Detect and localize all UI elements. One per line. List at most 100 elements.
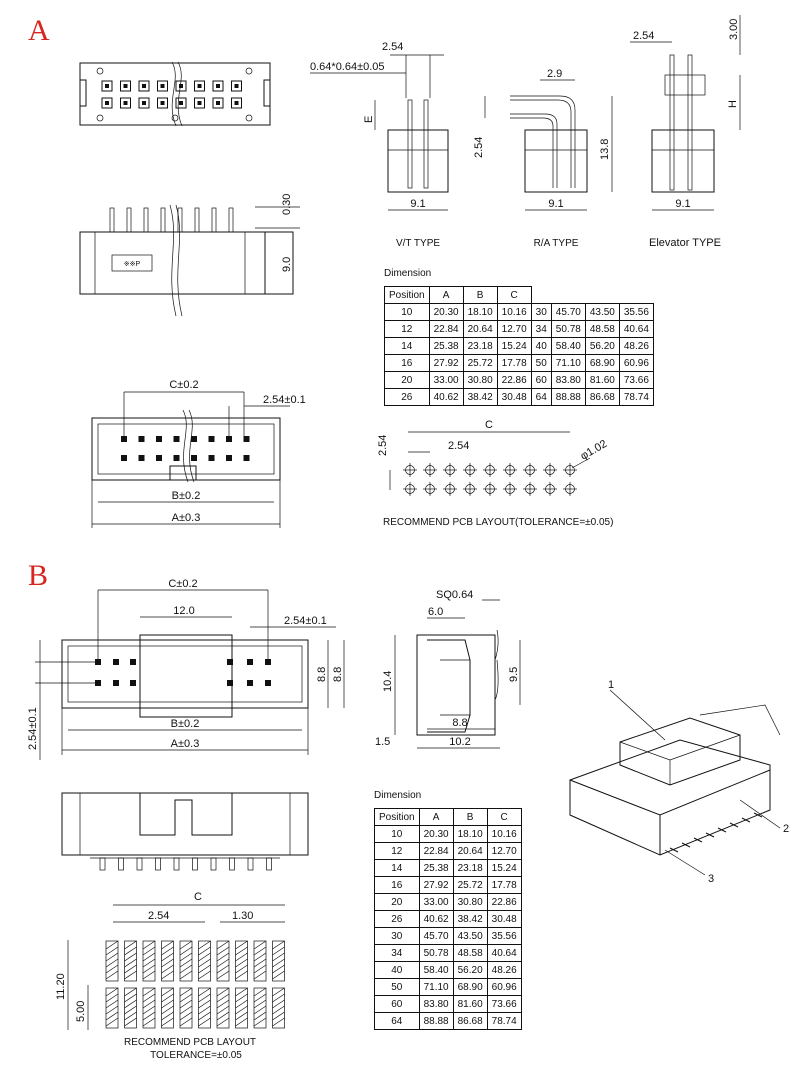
table-cell: 58.40 — [418, 961, 454, 979]
iso-pin — [729, 822, 739, 828]
pin-dot — [142, 101, 146, 105]
table-cell: 18.10 — [462, 303, 498, 321]
pcb-pad-hatch — [105, 993, 119, 1003]
pin-pad — [175, 97, 187, 109]
pin-dot — [160, 101, 165, 105]
table-cell: 48.26 — [486, 961, 522, 979]
iso-pin — [717, 827, 727, 833]
pcb-pad-hatch — [124, 1011, 137, 1021]
bottom-pad — [173, 436, 180, 442]
pin-dot — [123, 84, 128, 88]
bottom-pad — [226, 455, 232, 461]
b-side-pin — [136, 857, 143, 871]
table-cell: 22.84 — [428, 320, 464, 338]
pin-pad — [194, 80, 205, 92]
pcb-pad-hatch — [216, 946, 230, 956]
pcb-pad-hatch — [124, 964, 137, 974]
a-dim-b: B±0.2 — [172, 490, 201, 502]
pin-dot — [234, 84, 239, 88]
table-cell: 25.38 — [428, 337, 464, 355]
table-cell: 22.84 — [418, 842, 454, 860]
pcb-pad-hatch — [235, 1011, 248, 1021]
table-cell: 20 — [384, 371, 430, 389]
pin-pad — [138, 80, 150, 92]
pcb-pad-hatch — [235, 987, 248, 997]
table-cell: 81.60 — [452, 995, 488, 1013]
b-th-b: B — [452, 808, 488, 826]
elevator-type-drawing: 2.54 3.00 H 9.1 Elevator TYPE — [630, 15, 741, 249]
table-cell: 20.64 — [452, 842, 488, 860]
bottom-pad — [156, 455, 162, 461]
b-th-position: Position — [374, 808, 420, 826]
pcb-pad-hatch — [179, 1005, 193, 1015]
table-cell: 34 — [374, 944, 420, 962]
table-cell: 60.96 — [618, 354, 654, 372]
b-pin-pad — [113, 659, 119, 665]
pcb-pad-hatch — [198, 1017, 211, 1027]
table-cell: 68.90 — [584, 354, 620, 372]
pcb-pad-hatch — [105, 952, 119, 962]
pcb-pad-hatch — [124, 993, 137, 1003]
table-cell: 26 — [374, 910, 420, 928]
pcb-pad-hatch — [253, 946, 267, 956]
a-pcb-pitch-h: 2.54 — [448, 440, 469, 452]
bottom-pad — [226, 436, 232, 442]
side-pin — [228, 207, 234, 233]
b-dim-15: 1.5 — [375, 736, 390, 748]
pcb-pad-hatch — [161, 1017, 174, 1027]
table-cell: 25.72 — [462, 354, 498, 372]
pcb-pad-hatch — [179, 1011, 193, 1021]
pcb-pad-hatch — [105, 940, 119, 950]
a-th-c: C — [496, 286, 532, 304]
pcb-pad-hatch — [235, 940, 248, 950]
pcb-pad-hatch — [253, 970, 267, 980]
pcb-pad-hatch — [142, 993, 156, 1003]
pin-dot — [216, 84, 220, 88]
pcb-pad-hatch — [124, 958, 137, 968]
pcb-pad-hatch — [198, 1011, 211, 1021]
bottom-pad — [138, 436, 145, 442]
a-pcb-layout: C 2.54 2.54 φ1.02 — [377, 419, 609, 496]
pcb-pad-hatch — [198, 940, 211, 950]
pcb-pad-hatch — [142, 958, 156, 968]
table-cell: 30 — [374, 927, 420, 945]
table-cell: 60.96 — [486, 978, 522, 996]
pcb-pad-hatch — [124, 940, 137, 950]
pin-dot — [105, 84, 109, 88]
table-cell: 83.80 — [550, 371, 586, 389]
a-top-view — [79, 61, 271, 127]
pcb-pad-hatch — [161, 958, 174, 968]
b-side-pin — [118, 857, 124, 871]
pin-dot — [234, 101, 239, 105]
bottom-pad — [243, 455, 250, 461]
pcb-pad-hatch — [142, 1017, 156, 1027]
table-cell: 88.88 — [418, 1012, 454, 1030]
pin-dot — [216, 101, 220, 105]
pcb-pad-hatch — [272, 946, 285, 956]
b-pcb-caption-2: TOLERANCE=±0.05 — [150, 1050, 242, 1061]
ra-type-label: R/A TYPE — [534, 238, 579, 249]
table-cell: 10 — [384, 303, 430, 321]
table-cell: 48.58 — [584, 320, 620, 338]
table-cell: 20.64 — [462, 320, 498, 338]
a-side-view: ※※P 0.30 9.0 — [79, 194, 300, 317]
iso-pin — [669, 847, 679, 853]
b-side-pin — [229, 857, 235, 871]
ra-pitch: 2.54 — [473, 137, 485, 158]
a-dim-c: C±0.2 — [169, 379, 198, 391]
pcb-pad-hatch — [235, 958, 248, 968]
table-cell: 10.16 — [486, 825, 522, 843]
table-cell: 86.68 — [584, 388, 620, 406]
b-profile-view: 6.0 SQ0.64 10.4 9.5 8.8 10.2 1.5 — [375, 589, 521, 749]
pcb-pad-hatch — [272, 970, 285, 980]
table-cell: 25.38 — [418, 859, 454, 877]
pcb-pad-hatch — [272, 1005, 285, 1015]
b-side-pin — [247, 857, 254, 871]
